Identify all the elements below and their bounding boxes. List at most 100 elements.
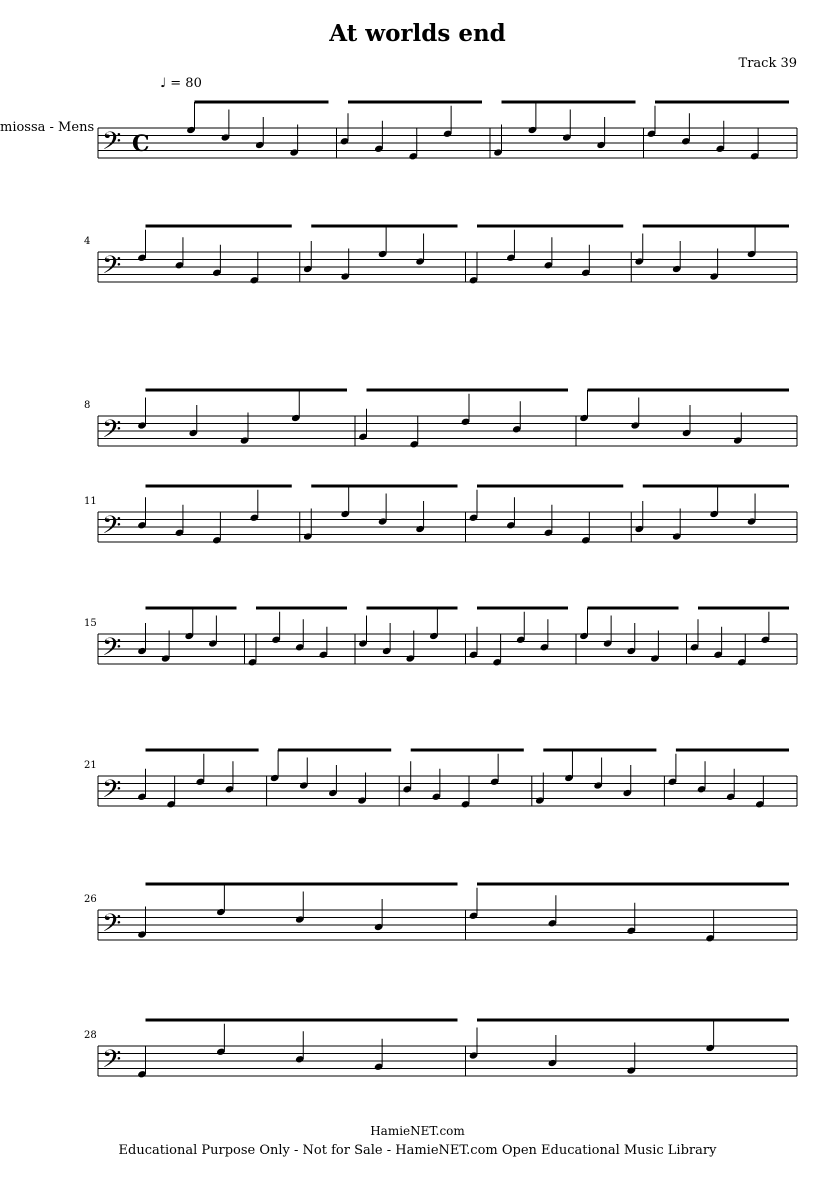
note-head [647, 130, 656, 137]
note-head [706, 1044, 715, 1052]
note-head [668, 778, 677, 785]
note-head [682, 429, 691, 437]
note-head [494, 149, 502, 156]
note-head [690, 644, 699, 651]
note-head [490, 778, 499, 785]
bass-clef-icon: 𝄢 [102, 909, 121, 944]
note-head [710, 510, 719, 518]
measure-number: 28 [84, 1030, 97, 1041]
note-head [672, 265, 681, 273]
note-head [627, 927, 636, 934]
note-head [761, 636, 770, 643]
note-head [650, 655, 659, 662]
note-head [406, 655, 415, 662]
note-head [329, 789, 337, 797]
note-head [540, 644, 549, 651]
note-head [631, 422, 640, 429]
note-head [167, 801, 176, 808]
note-head [189, 429, 198, 437]
note-head [303, 265, 312, 273]
note-head [138, 793, 146, 800]
note-head [221, 134, 230, 141]
note-head [469, 514, 478, 521]
note-head [565, 774, 573, 782]
note-head [295, 1056, 304, 1063]
bass-clef-icon: 𝄢 [102, 511, 121, 546]
note-head [248, 659, 257, 666]
note-head [597, 141, 606, 149]
score-title: At worlds end [329, 20, 506, 47]
note-head [548, 1059, 557, 1067]
note-head [299, 782, 308, 789]
tempo-value: = 80 [170, 76, 202, 91]
note-head [374, 145, 383, 152]
note-head [535, 797, 544, 804]
measure-number: 15 [84, 618, 97, 629]
note-head [341, 273, 350, 280]
bass-clef-icon: 𝄢 [102, 1045, 121, 1080]
note-head [212, 269, 221, 276]
note-head [410, 441, 419, 448]
quarter-note-icon: ♩ [160, 76, 167, 91]
bass-clef-icon: 𝄢 [102, 127, 121, 162]
note-head [672, 533, 681, 540]
footer-notice: Educational Purpose Only - Not for Sale … [118, 1143, 717, 1158]
note-head [469, 912, 478, 919]
note-head [138, 522, 146, 529]
note-head [443, 130, 452, 137]
note-head [374, 1063, 383, 1070]
note-head [603, 640, 612, 647]
bass-clef-icon: 𝄢 [102, 775, 121, 810]
note-head [225, 786, 234, 793]
note-head [138, 1071, 146, 1078]
note-head [175, 262, 184, 269]
note-head [507, 522, 515, 529]
measure-number: 8 [84, 400, 90, 411]
note-head [733, 437, 742, 444]
note-head [548, 920, 557, 927]
note-head [161, 655, 170, 662]
note-head [580, 632, 588, 640]
measure-number: 26 [84, 894, 97, 905]
note-head [208, 640, 217, 647]
track-label: Track 39 [738, 56, 797, 71]
note-head [378, 518, 387, 525]
note-head [747, 518, 756, 525]
note-head [432, 793, 441, 800]
note-head [416, 258, 424, 265]
note-head [340, 138, 349, 145]
measure-number: 21 [84, 760, 97, 771]
note-head [507, 254, 515, 261]
note-head [378, 250, 387, 258]
tempo-marking: ♩ = 80 [160, 76, 202, 91]
note-head [255, 141, 264, 149]
note-head [358, 797, 366, 804]
note-head [594, 782, 602, 789]
note-head [212, 537, 221, 544]
note-head [737, 659, 746, 666]
note-head [544, 262, 553, 269]
note-head [581, 269, 590, 276]
note-head [416, 525, 424, 533]
note-head [382, 647, 391, 655]
note-head [750, 153, 759, 160]
note-head [461, 418, 470, 425]
note-head [319, 651, 328, 658]
note-head [623, 789, 632, 797]
note-head [493, 659, 502, 666]
note-head [461, 801, 470, 808]
note-head [250, 514, 259, 521]
note-head [138, 647, 146, 655]
note-head [187, 126, 195, 134]
note-head [516, 636, 525, 643]
note-head [185, 632, 194, 640]
note-head [303, 533, 312, 540]
note-head [580, 414, 588, 422]
note-head [295, 644, 304, 651]
note-head [295, 916, 304, 923]
note-head [240, 437, 249, 444]
note-head [216, 908, 225, 916]
note-head [272, 636, 281, 643]
time-signature-c-icon: C [132, 131, 150, 157]
